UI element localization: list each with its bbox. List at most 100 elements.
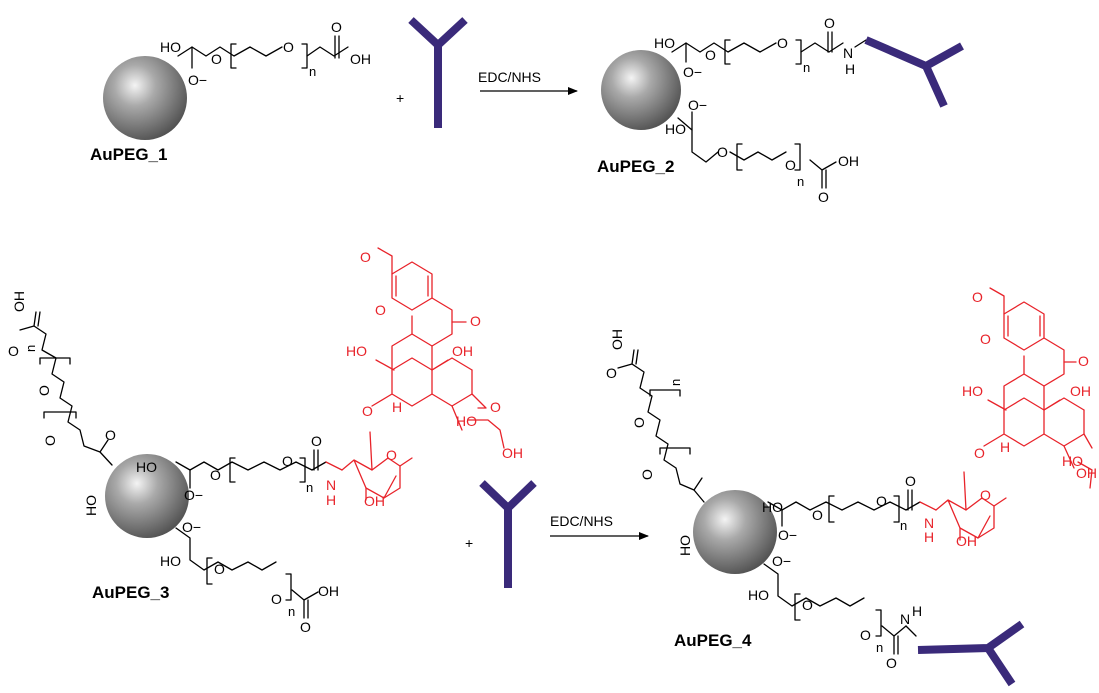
atom-o: O xyxy=(972,289,983,305)
atom-ho: HO xyxy=(83,495,99,516)
nanoparticle-icon xyxy=(105,454,189,538)
nanoparticle-icon xyxy=(693,490,777,574)
atom-o: O xyxy=(905,473,916,489)
label-aupeg4: AuPEG_4 xyxy=(674,631,752,650)
atom-o: O xyxy=(282,453,293,469)
atom-o: O xyxy=(36,385,52,396)
subscript-n: n xyxy=(668,379,683,386)
atom-oh: OH xyxy=(364,493,385,509)
atom-o: O xyxy=(1078,353,1089,369)
atom-ho: HO xyxy=(160,553,181,569)
subscript-n: n xyxy=(306,480,313,495)
antibody-icon xyxy=(864,36,964,108)
atom-n: N xyxy=(900,611,910,627)
atom-o: O xyxy=(105,427,116,443)
antibody-icon xyxy=(479,480,537,588)
atom-o-minus: O− xyxy=(772,553,791,569)
atom-h: H xyxy=(392,399,402,415)
atom-o-minus: O− xyxy=(182,519,201,535)
atom-n: N xyxy=(326,477,336,493)
reaction-arrow-1: EDC/NHS xyxy=(478,69,578,95)
atom-o-minus: O− xyxy=(688,97,707,113)
atom-o: O xyxy=(311,433,322,449)
atom-o: O xyxy=(974,445,985,461)
atom-oh: OH xyxy=(318,583,339,599)
atom-o: O xyxy=(802,597,813,613)
atom-oh: OH xyxy=(1070,383,1091,399)
atom-o: O xyxy=(876,493,887,509)
atom-n: N xyxy=(843,45,853,61)
atom-o: O xyxy=(860,627,871,643)
atom-ho: HO xyxy=(346,343,367,359)
atom-o: O xyxy=(812,507,823,523)
atom-oh: OH xyxy=(452,343,473,359)
atom-oh: OH xyxy=(609,329,625,350)
atom-ho: HO xyxy=(962,383,983,399)
label-aupeg1: AuPEG_1 xyxy=(90,145,167,164)
atom-o: O xyxy=(271,591,282,607)
aupeg4-structure: HO O O n O OH HO O− O O n O N H OH O O xyxy=(606,287,1097,687)
atom-ho: HO xyxy=(748,587,769,603)
reagent-label: EDC/NHS xyxy=(478,69,541,85)
atom-o: O xyxy=(300,619,311,635)
aupeg2-structure: HO O− O O n O N H O− HO O O n OH O AuPEG… xyxy=(597,15,964,205)
aupeg1-structure: HO O− O O n O OH AuPEG_1 xyxy=(90,19,371,164)
atom-o: O xyxy=(211,51,222,67)
subscript-n: n xyxy=(803,60,810,75)
atom-o: O xyxy=(631,417,647,428)
atom-o: O xyxy=(214,561,225,577)
antibody-icon xyxy=(408,17,468,128)
subscript-n: n xyxy=(309,64,316,79)
atom-o-minus: O− xyxy=(683,64,702,80)
atom-oh: OH xyxy=(1076,465,1097,481)
atom-o-minus: O− xyxy=(778,527,797,543)
subscript-n: n xyxy=(900,518,907,533)
atom-o: O xyxy=(980,331,991,347)
atom-ho: HO xyxy=(665,121,686,137)
atom-h: H xyxy=(924,529,934,545)
atom-h: H xyxy=(1000,439,1010,455)
label-aupeg2: AuPEG_2 xyxy=(597,157,674,176)
atom-ho: HO xyxy=(1062,453,1083,469)
atom-o: O xyxy=(331,19,342,35)
atom-o: O xyxy=(362,403,373,419)
atom-ho: HO xyxy=(762,499,783,515)
atom-oh: OH xyxy=(502,445,523,461)
nanoparticle-icon xyxy=(103,56,187,140)
atom-h: H xyxy=(326,492,336,508)
atom-o: O xyxy=(785,157,796,173)
atom-oh: OH xyxy=(350,51,371,67)
atom-o: O xyxy=(360,249,371,265)
atom-o: O xyxy=(717,144,728,160)
atom-h: H xyxy=(912,603,922,619)
label-aupeg3: AuPEG_3 xyxy=(92,583,169,602)
atom-ho: HO xyxy=(136,459,157,475)
atom-o: O xyxy=(886,655,897,671)
atom-o-minus: O− xyxy=(188,72,207,88)
subscript-n: n xyxy=(876,640,883,655)
atom-oh: OH xyxy=(956,533,977,549)
subscript-n: n xyxy=(288,604,295,619)
atom-oh: OH xyxy=(838,153,859,169)
atom-o: O xyxy=(639,469,655,480)
atom-n: N xyxy=(924,515,934,531)
subscript-n: n xyxy=(797,174,804,189)
antibody-icon xyxy=(917,620,1025,687)
atom-o: O xyxy=(606,365,617,381)
atom-o: O xyxy=(470,313,481,329)
atom-o: O xyxy=(8,343,19,359)
atom-ho: HO xyxy=(677,535,693,556)
atom-h: H xyxy=(845,61,855,77)
aupeg3-structure: O HO O O n O OH HO O− O O n O N H OH O O xyxy=(8,247,523,635)
atom-o: O xyxy=(824,15,835,31)
atom-o: O xyxy=(210,467,221,483)
nanoparticle-icon xyxy=(601,50,681,130)
atom-ho: HO xyxy=(654,35,675,51)
reaction-arrow-2: EDC/NHS xyxy=(550,513,649,540)
atom-oh: OH xyxy=(11,291,27,312)
atom-o: O xyxy=(818,189,829,205)
atom-o: O xyxy=(705,47,716,63)
atom-o: O xyxy=(490,399,501,415)
